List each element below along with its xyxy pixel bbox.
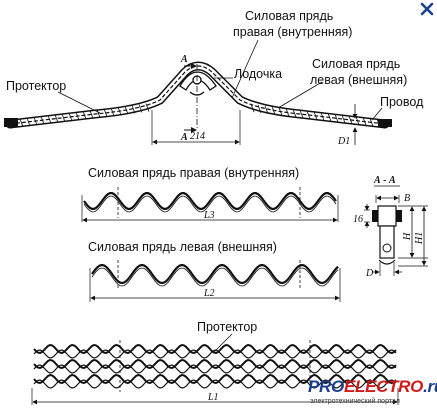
strand-hatch [320, 112, 325, 121]
strand-hatch [362, 117, 367, 126]
strand-hatch [334, 113, 339, 123]
strand-hatch [82, 111, 87, 120]
strand-hatch [306, 110, 311, 119]
label-levaya-vneshnyaya: левая (внешняя) [310, 73, 407, 87]
strand-hatch [26, 117, 31, 127]
section-line-a [184, 63, 198, 133]
strand-wave [83, 192, 337, 210]
strand-hatch [257, 104, 262, 114]
strand-hatch [327, 113, 332, 122]
strand-hatch [68, 112, 73, 122]
label-dim-l1: L1 [207, 392, 219, 403]
label-dim-16: 16 [353, 214, 363, 225]
protektor-strand [33, 373, 397, 385]
label-dim-l3: L3 [203, 210, 215, 221]
strand-hatch [103, 108, 108, 117]
brand-tagline: электротехнический портал [310, 398, 400, 405]
label-dim-b: B [404, 193, 410, 204]
protektor-strand [33, 379, 397, 389]
label-dim-214: 214 [190, 131, 205, 142]
label-pravaya-vnutrennyaya: правая (внутренняя) [233, 25, 352, 39]
strand-hatch [61, 113, 66, 122]
strand-hatch [40, 116, 45, 125]
right-inner-strand: Силовая прядь правая (внутренняя) L3 [81, 166, 339, 223]
strand-hatch [54, 114, 59, 123]
label-dim-l2: L2 [203, 288, 215, 299]
conductor-end [4, 118, 392, 127]
strand-wave-inner [83, 195, 337, 213]
label-silovaya-pryad-top: Силовая прядь [245, 9, 333, 23]
strand-hatches [19, 103, 381, 128]
strand-hatch [264, 105, 269, 115]
label-dim-h: H [402, 232, 413, 241]
strand-hatch [250, 104, 255, 113]
strand-hatch [278, 107, 283, 116]
strand-hatch [124, 106, 129, 115]
strand-hatch [19, 118, 24, 127]
protektor-strand [33, 358, 397, 370]
strand-hatch [47, 115, 52, 124]
strand-hatch [145, 103, 150, 112]
strand-hatch [96, 109, 101, 118]
strand-hatch [313, 111, 318, 120]
label-silovaya-pryad-levaya: Силовая прядь [312, 57, 400, 71]
strand-hatch [138, 104, 143, 113]
label-provod: Провод [380, 95, 424, 109]
brand-name: PROELECTRO.ru [308, 377, 437, 396]
top-assembly: Силовая прядь правая (внутренняя) Лодочк… [4, 9, 424, 147]
strand-hatch [89, 110, 94, 119]
strand-hatch [285, 108, 290, 117]
protektor-strands [33, 343, 397, 389]
strand-wave [91, 263, 339, 285]
strand-hatch [292, 109, 297, 118]
label-section-a-top: А [180, 54, 188, 65]
leaders [57, 39, 383, 121]
section-aa: А - А B 16 H H1 D [353, 175, 428, 279]
protektor-bundle: Протектор L1 [31, 320, 399, 405]
left-outer-strand: Силовая прядь левая (внешняя) L2 [88, 240, 341, 302]
protektor-strand [33, 343, 397, 355]
strand-wave-inner [91, 267, 339, 287]
label-dim-d: D [365, 268, 374, 279]
strand-hatch [131, 105, 136, 114]
strand-hatch [348, 115, 353, 124]
protektor-strand [33, 364, 397, 374]
close-icon[interactable] [418, 0, 436, 18]
label-section-aa: А - А [373, 175, 396, 186]
strand-hatch [117, 106, 122, 116]
label-protektor-bottom: Протектор [197, 320, 257, 334]
protektor-strand [33, 349, 397, 359]
label-left-outer-title: Силовая прядь левая (внешняя) [88, 240, 277, 254]
strand-hatch [341, 114, 346, 124]
label-section-a-bottom: А [180, 132, 188, 143]
label-lodochka: Лодочка [234, 67, 282, 81]
brand-logo[interactable]: PROELECTRO.ru электротехнический портал [304, 377, 437, 418]
label-right-inner-title: Силовая прядь правая (внутренняя) [88, 166, 299, 180]
strand-hatch [369, 118, 374, 127]
dim-214 [151, 110, 241, 145]
strand-hatch [75, 111, 80, 121]
strand-hatch [110, 107, 115, 117]
strand-hatch [299, 109, 304, 119]
label-dim-d1: D1 [337, 136, 350, 147]
label-dim-h1: H1 [414, 232, 425, 245]
label-protektor-top: Протектор [6, 79, 66, 93]
strand-hatch [271, 106, 276, 115]
strand-hatch [33, 116, 38, 126]
